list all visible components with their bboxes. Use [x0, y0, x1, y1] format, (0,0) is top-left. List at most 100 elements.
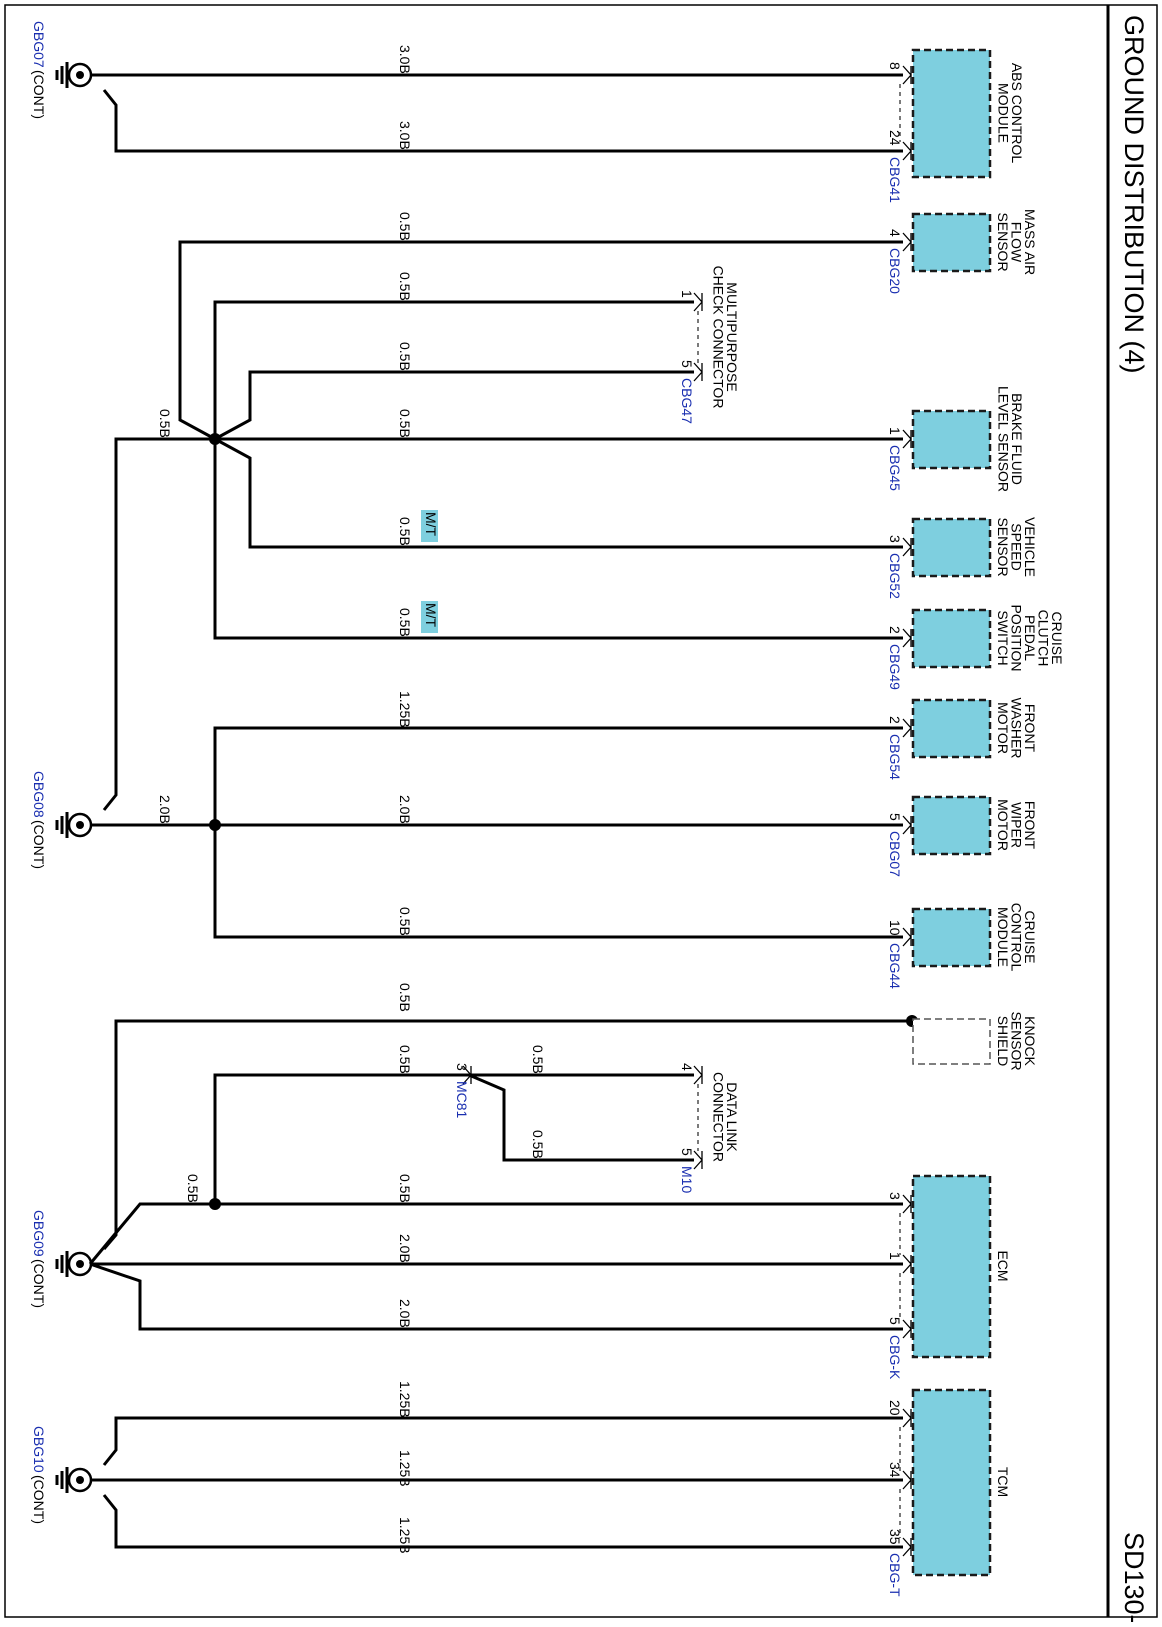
wire-size-label: 1.25B — [397, 1450, 413, 1487]
component-name-ccm: CRUISECONTROLMODULE — [995, 903, 1038, 972]
option-tag-vss — [421, 510, 438, 542]
ground-suffix-gbg09: (CONT) — [31, 1259, 47, 1308]
wire-size-label: 0.5B — [397, 409, 413, 438]
pin-number: 3 — [887, 1192, 903, 1200]
pin-number: 1 — [679, 290, 695, 298]
ground-gbg08 — [55, 812, 93, 838]
connector-id-label: CBG-T — [887, 1553, 903, 1597]
wire-size-label: 0.5B — [157, 409, 173, 438]
wire-size-label: 0.5B — [397, 517, 413, 546]
connector-id-label: CBG54 — [887, 734, 903, 780]
option-tag-ccp — [421, 601, 438, 633]
ground-gbg09 — [55, 1251, 93, 1277]
wire-size-label: 0.5B — [397, 608, 413, 637]
connector-id-label: CBG07 — [887, 831, 903, 877]
front-wiper-motor-box[interactable] — [911, 795, 992, 856]
splice-dot — [209, 433, 221, 445]
pin-number: 35 — [887, 1529, 903, 1545]
wire-size-label: 0.5B — [185, 1174, 201, 1203]
wire-dlc-pin5 — [468, 1073, 694, 1162]
wire-size-label: 1.25B — [397, 691, 413, 728]
component-name-ecm: ECM — [995, 1250, 1011, 1281]
wire-fwm — [213, 726, 903, 825]
connector-id-label: CBG20 — [887, 248, 903, 294]
page-title: GROUND DISTRIBUTION (4) — [1119, 15, 1149, 374]
component-name-dlc: DATA LINKCONNECTOR — [711, 1072, 741, 1162]
wire-ccm — [213, 825, 903, 939]
connector-id-label: M10 — [679, 1166, 695, 1193]
pin-number: 20 — [887, 1400, 903, 1416]
wire-size-label: 3.0B — [397, 121, 413, 150]
wire-size-label: 0.5B — [397, 342, 413, 371]
vehicle-speed-sensor-box[interactable] — [911, 517, 992, 578]
connector-id-label: CBG44 — [887, 943, 903, 989]
component-name-abs: ABS CONTROLMODULE — [996, 63, 1026, 164]
mass-air-flow-sensor-box[interactable] — [911, 212, 992, 273]
wire-size-label: 0.5B — [397, 1174, 413, 1203]
ground-gbg10 — [55, 1467, 93, 1493]
tcm-box[interactable] — [911, 1388, 992, 1577]
connector-id-label: MC81 — [454, 1081, 470, 1119]
pin-number: 34 — [887, 1462, 903, 1478]
ground-label-gbg07: GBG07 — [31, 21, 47, 68]
component-name-kss: KNOCKSENSORSHIELD — [995, 1011, 1038, 1070]
cruise-control-module-box[interactable] — [911, 907, 992, 968]
component-name-fwp: FRONTWIPERMOTOR — [995, 799, 1038, 851]
knock-sensor-shield-box[interactable] — [912, 1018, 991, 1065]
wire-size-label: 2.0B — [397, 795, 413, 824]
wire-ecm-pin3 — [88, 1202, 903, 1265]
ground-suffix-gbg10: (CONT) — [31, 1475, 47, 1524]
wire-tcm-pin20 — [102, 1416, 903, 1466]
pin-number: 10 — [887, 920, 903, 936]
pin-number: 1 — [887, 427, 903, 435]
wire-size-label: 1.25B — [397, 1381, 413, 1418]
front-washer-motor-box[interactable] — [911, 698, 992, 759]
pin-number: 2 — [887, 716, 903, 724]
brake-fluid-level-sensor-box[interactable] — [911, 409, 992, 470]
wire-abs-pin24 — [102, 89, 903, 153]
pin-number: 3 — [887, 535, 903, 543]
component-name-fwm: FRONTWASHERMOTOR — [995, 698, 1038, 759]
ground-label-gbg09: GBG09 — [31, 1210, 47, 1257]
pin-number: 5 — [887, 813, 903, 821]
option-label-ccp: M/T — [423, 603, 439, 628]
connector-id-label: CBG-K — [887, 1335, 903, 1380]
pin-number: 4 — [887, 229, 903, 237]
wire-gbg08-trunk — [102, 437, 215, 811]
abs-control-module-box[interactable] — [911, 48, 992, 179]
cruise-clutch-switch-box[interactable] — [911, 608, 992, 669]
pin-number: 4 — [679, 1063, 695, 1071]
wire-ccp — [213, 439, 903, 640]
wire-mc81 — [213, 1073, 463, 1204]
pin-number: 5 — [679, 360, 695, 368]
pin-number: 2 — [887, 626, 903, 634]
ground-label-gbg10: GBG10 — [31, 1426, 47, 1473]
page-code: SD130-4 — [1119, 1532, 1149, 1622]
wire-size-label: 2.0B — [157, 795, 173, 824]
connector-id-label: CBG49 — [887, 644, 903, 690]
wire-size-label: 1.25B — [397, 1517, 413, 1554]
wire-mpc-pin5 — [214, 370, 694, 441]
ecm-box[interactable] — [911, 1174, 992, 1359]
wire-vss — [214, 437, 903, 549]
wire-size-label: 0.5B — [530, 1130, 546, 1159]
wire-size-label: 2.0B — [397, 1299, 413, 1328]
wire-size-label: 0.5B — [397, 1045, 413, 1074]
wire-size-label: 0.5B — [397, 907, 413, 936]
wire-size-label: 0.5B — [397, 272, 413, 301]
pin-number: 5 — [887, 1317, 903, 1325]
component-name-mpc: MULTIPURPOSECHECK CONNECTOR — [711, 266, 741, 409]
wire-size-label: 0.5B — [397, 212, 413, 241]
connector-id-label: CBG52 — [887, 553, 903, 599]
wire-mpc-pin1 — [213, 300, 694, 439]
pin-number: 8 — [887, 62, 903, 70]
pin-number: 1 — [887, 1252, 903, 1260]
ground-label-gbg08: GBG08 — [31, 771, 47, 818]
connector-id-label: CBG45 — [887, 445, 903, 491]
ground-suffix-gbg08: (CONT) — [31, 820, 47, 869]
component-name-tcm: TCM — [995, 1467, 1011, 1497]
splice-dot — [209, 1198, 221, 1210]
wire-size-label: 3.0B — [397, 45, 413, 74]
page-frame — [4, 4, 1158, 1618]
wire-knock-shield — [102, 1019, 912, 1250]
